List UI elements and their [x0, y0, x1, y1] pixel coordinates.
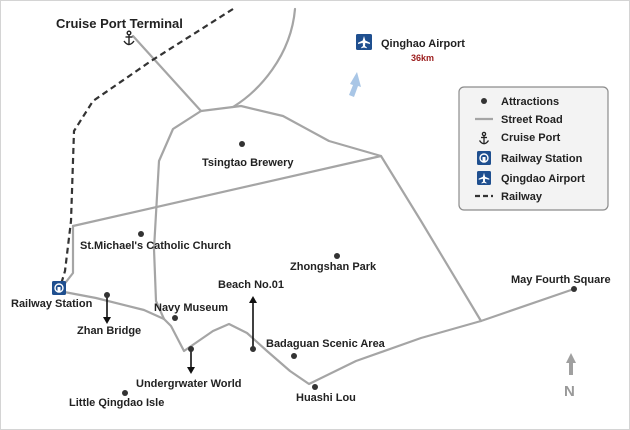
dot-st-michaels[interactable] — [138, 231, 144, 237]
airport-icon[interactable] — [356, 34, 372, 50]
direction-arrows — [103, 296, 257, 374]
airport-label: Qinghao Airport — [381, 38, 465, 50]
legend-cruise-port: Cruise Port — [501, 132, 561, 144]
north-arrow: N — [564, 353, 576, 400]
dot-underwater-world[interactable] — [188, 346, 194, 352]
dot-may-fourth-square[interactable] — [571, 286, 577, 292]
railway-station-icon[interactable] — [52, 281, 66, 295]
legend-railway-station: Railway Station — [501, 153, 583, 165]
dot-beach[interactable] — [250, 346, 256, 352]
label-huashi-lou: Huashi Lou — [296, 392, 356, 404]
legend-railway: Railway — [501, 191, 543, 203]
north-arrow-icon — [566, 353, 576, 375]
dot-zhongshan-park[interactable] — [334, 253, 340, 259]
north-label: N — [564, 383, 575, 400]
legend-box — [458, 86, 609, 211]
label-zhan-bridge: Zhan Bridge — [77, 325, 141, 337]
airport-distance: 36km — [411, 53, 434, 63]
road-north-curve — [231, 7, 297, 109]
label-navy-museum: Navy Museum — [154, 302, 228, 314]
label-may-fourth-square: May Fourth Square — [511, 274, 611, 286]
street-roads — [57, 7, 576, 386]
cruise-port-terminal-label: Cruise Port Terminal — [56, 16, 183, 31]
dot-zhan-bridge[interactable] — [104, 292, 110, 298]
label-st-michaels: St.Michael's Catholic Church — [80, 240, 231, 252]
label-underwater-world: Undergrwater World — [136, 378, 242, 390]
legend-railway-station-icon — [477, 151, 491, 165]
label-little-qingdao: Little Qingdao Isle — [69, 397, 164, 409]
legend-attractions: Attractions — [501, 96, 559, 108]
legend-airport-icon — [477, 171, 491, 185]
dot-huashi-lou[interactable] — [312, 384, 318, 390]
road-upper-west — [71, 154, 383, 228]
dot-little-qingdao[interactable] — [122, 390, 128, 396]
dot-navy-museum[interactable] — [172, 315, 178, 321]
dot-badaguan[interactable] — [291, 353, 297, 359]
road-north-lobe — [152, 104, 483, 323]
legend: Attractions Street Road Cruise Port Rail… — [458, 86, 609, 211]
legend-dot-icon — [481, 98, 487, 104]
road-from-port — [131, 34, 203, 113]
label-badaguan: Badaguan Scenic Area — [266, 338, 386, 350]
label-railway-station: Railway Station — [11, 298, 93, 310]
railway-line — [57, 8, 234, 292]
road-coast — [57, 287, 576, 386]
attraction-dots — [104, 141, 577, 396]
legend-street-road: Street Road — [501, 114, 563, 126]
airport-direction-arrow — [349, 72, 361, 97]
legend-anchor-icon — [478, 131, 490, 145]
label-beach: Beach No.01 — [218, 279, 284, 291]
dot-tsingtao-brewery[interactable] — [239, 141, 245, 147]
label-zhongshan-park: Zhongshan Park — [290, 261, 377, 273]
legend-qingdao-airport: Qingdao Airport — [501, 173, 585, 185]
label-tsingtao-brewery: Tsingtao Brewery — [202, 157, 294, 169]
anchor-icon[interactable] — [123, 30, 135, 46]
